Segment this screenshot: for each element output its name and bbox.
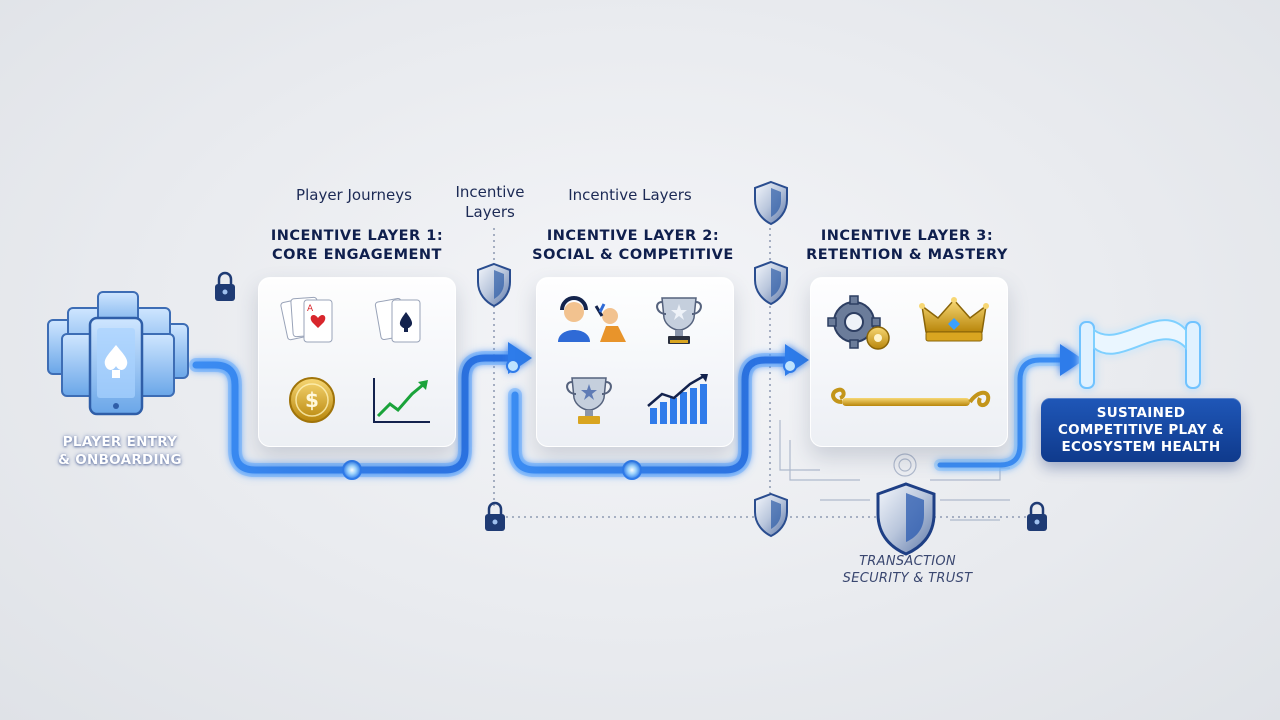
player-journeys-header: Player Journeys	[296, 186, 412, 204]
gears-icon	[827, 295, 890, 350]
lock-icon-bottom-left	[485, 501, 505, 531]
lock-icon-bottom-right	[1027, 501, 1047, 531]
player-devices-icon	[47, 291, 189, 416]
flow-node-4	[783, 359, 797, 373]
svg-text:$: $	[305, 388, 319, 412]
layer-1-title-line1: INCENTIVE LAYER 1:	[270, 228, 444, 244]
outcome-line2: COMPETITIVE PLAY &	[1057, 421, 1225, 438]
dollar-coin-icon: $	[289, 377, 335, 423]
circuit-traces	[779, 420, 1010, 521]
shield-icon-layer2	[754, 260, 788, 306]
gateway-portal-icon	[1079, 319, 1201, 389]
growth-chart-icon	[373, 378, 430, 423]
layer-2-title-line2: SOCIAL & COMPETITIVE	[532, 247, 734, 263]
security-line2: SECURITY & TRUST	[842, 571, 973, 586]
incentive-layers-mid-line1: Incentive	[455, 183, 525, 201]
layer-1-title-line2: CORE ENGAGEMENT	[272, 247, 442, 263]
incentive-layers-mid-line2: Layers	[465, 203, 515, 221]
player-entry-line2: & ONBOARDING	[58, 452, 182, 468]
flow-node-2	[622, 460, 642, 480]
layer-3-title: INCENTIVE LAYER 3: RETENTION & MASTERY	[790, 227, 1024, 265]
playing-cards-spades-icon	[374, 298, 421, 343]
svg-text:A: A	[307, 304, 314, 314]
security-line1: TRANSACTION	[859, 554, 956, 569]
shield-icon-bottom	[754, 492, 788, 538]
playing-cards-hearts-icon: A	[280, 296, 333, 343]
lock-icon-topleft	[215, 271, 235, 301]
player-entry-line1: PLAYER ENTRY	[62, 434, 178, 450]
flow-node-3	[506, 359, 520, 373]
crown-icon	[919, 297, 989, 342]
outcome-label: SUSTAINED COMPETITIVE PLAY & ECOSYSTEM H…	[1058, 405, 1224, 456]
players-high-five-icon	[558, 296, 626, 342]
outcome-box: SUSTAINED COMPETITIVE PLAY & ECOSYSTEM H…	[1041, 398, 1241, 462]
shield-icon-layer1	[477, 262, 511, 308]
trophy-star-icon	[566, 377, 612, 424]
security-label: TRANSACTION SECURITY & TRUST	[820, 553, 995, 587]
security-shield-icon	[876, 482, 936, 556]
layer-2-title: INCENTIVE LAYER 2: SOCIAL & COMPETITIVE	[516, 227, 750, 265]
player-entry-label: PLAYER ENTRY & ONBOARDING	[40, 433, 200, 469]
arrow-head-3	[1060, 344, 1084, 376]
layer-1-title: INCENTIVE LAYER 1: CORE ENGAGEMENT	[240, 227, 474, 265]
bar-chart-growth-icon	[647, 374, 708, 424]
layer-2-title-line1: INCENTIVE LAYER 2:	[546, 228, 720, 244]
layer-3-title-line1: INCENTIVE LAYER 3:	[820, 228, 994, 244]
flow-node-1	[342, 460, 362, 480]
outcome-line3: ECOSYSTEM HEALTH	[1061, 438, 1221, 455]
trophy-icon	[656, 297, 702, 344]
shield-icon-top	[754, 180, 788, 226]
incentive-layers-mid-header: Incentive Layers	[440, 182, 540, 222]
key-icon	[831, 387, 991, 407]
incentive-layers-right-header: Incentive Layers	[568, 186, 692, 204]
flow-nodes	[342, 359, 797, 480]
layer-3-title-line2: RETENTION & MASTERY	[806, 247, 1008, 263]
outcome-line1: SUSTAINED	[1096, 404, 1186, 421]
